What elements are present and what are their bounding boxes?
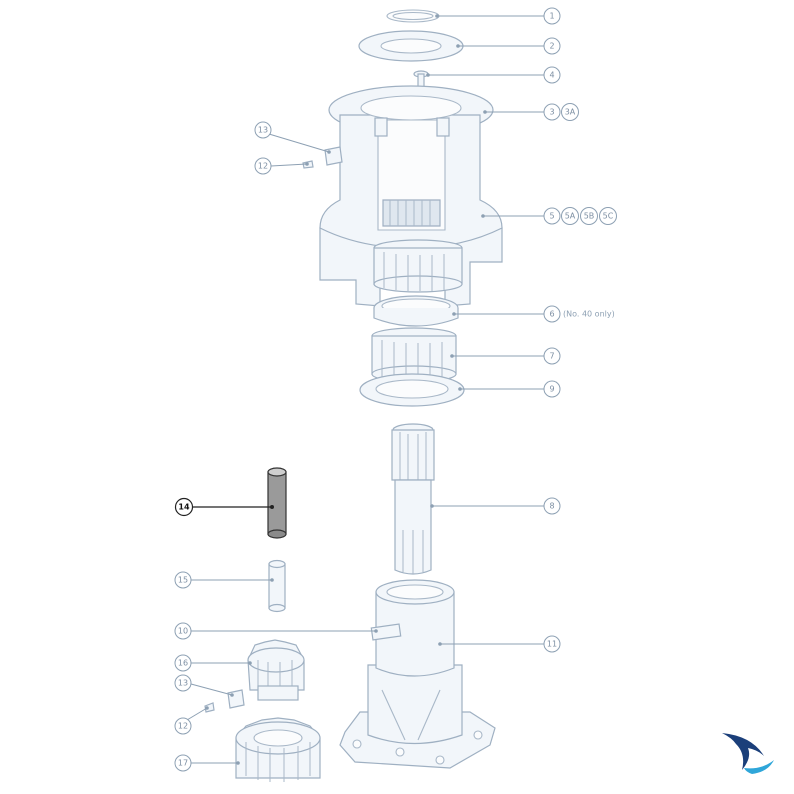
part-11-base [339, 579, 496, 769]
callout-13-bottom-label: 13 [178, 679, 188, 688]
part-1-ring [386, 9, 440, 23]
part-13-pawl-bottom [227, 689, 245, 709]
callout-4: 4 [426, 66, 561, 84]
callout-5-label: 5 [549, 212, 554, 221]
callout-7: 7 [450, 347, 561, 365]
callout-5b-label: 5B [584, 212, 595, 221]
callout-16: 16 [174, 654, 252, 672]
callout-2: 2 [456, 37, 561, 55]
part-14-pin-highlighted [267, 467, 287, 539]
part-9-washer [359, 373, 465, 407]
callout-7-label: 7 [549, 352, 554, 361]
callout-5: 5 5A 5B 5C [481, 207, 617, 225]
part-7-bearing [371, 327, 457, 383]
part-4-screw [413, 70, 429, 91]
callout-11: 11 [438, 635, 561, 653]
callout-3a-label: 3A [565, 108, 576, 117]
callout-2-label: 2 [549, 42, 554, 51]
callout-3: 3 3A [483, 103, 579, 121]
callout-10: 10 [174, 622, 378, 640]
callout-10-label: 10 [178, 627, 188, 636]
callout-3-label: 3 [549, 108, 554, 117]
callout-15: 15 [174, 571, 274, 589]
callout-12-bottom-label: 12 [178, 722, 188, 731]
callout-9: 9 [458, 380, 561, 398]
parts-drawing [204, 9, 503, 782]
callout-8: 8 [430, 497, 561, 515]
part-8-shaft [391, 423, 435, 575]
callout-1-label: 1 [549, 12, 554, 21]
part-6-spacer [373, 295, 459, 327]
part-15-pin [268, 559, 286, 613]
callout-17: 17 [174, 754, 240, 772]
part-16-gear [247, 639, 305, 701]
callout-6-label: 6 [549, 310, 554, 319]
callout-11-label: 11 [547, 640, 557, 649]
callout-12-bottom: 12 [174, 706, 209, 735]
callout-6-note: (No. 40 only) [563, 310, 615, 319]
callout-16-label: 16 [178, 659, 188, 668]
part-upper-bearing [373, 239, 463, 293]
callout-12-top: 12 [254, 157, 309, 175]
callouts: 1 2 4 3 3A 5 [174, 7, 617, 772]
callout-13-top: 13 [254, 121, 331, 154]
callout-14-label: 14 [178, 503, 190, 512]
callout-1: 1 [435, 7, 561, 25]
part-13-pawl-top [324, 146, 343, 166]
callout-6: 6 (No. 40 only) [452, 305, 615, 323]
callout-8-label: 8 [549, 502, 554, 511]
callout-5c-label: 5C [603, 212, 614, 221]
callout-9-label: 9 [549, 385, 554, 394]
callout-17-label: 17 [178, 759, 188, 768]
brand-swoosh-logo-icon [722, 733, 774, 774]
callout-5a-label: 5A [565, 212, 576, 221]
callout-12-top-label: 12 [258, 162, 268, 171]
callout-4-label: 4 [549, 71, 554, 80]
callout-13-top-label: 13 [258, 126, 268, 135]
callout-13-bottom: 13 [174, 674, 234, 697]
part-17-gear [235, 717, 321, 782]
callout-15-label: 15 [178, 576, 188, 585]
callout-14-highlighted: 14 [174, 497, 274, 517]
part-2-washer [358, 30, 464, 62]
